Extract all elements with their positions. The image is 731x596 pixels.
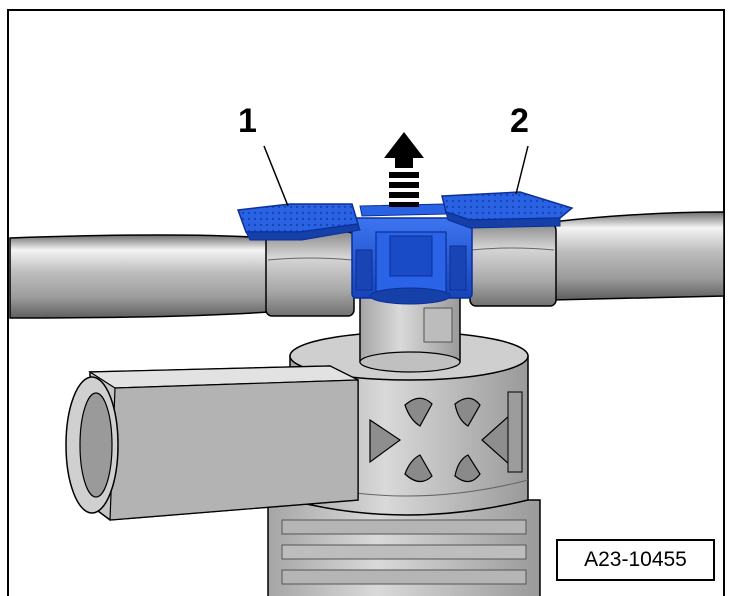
figure-id: A23-10455 bbox=[584, 548, 687, 571]
callout-label-1: 1 bbox=[238, 102, 257, 140]
leader-line-1 bbox=[263, 145, 289, 207]
retaining-clip-left bbox=[236, 203, 361, 241]
right-coolant-hose bbox=[469, 211, 725, 307]
blue-connector bbox=[351, 217, 473, 305]
connector-housing bbox=[65, 365, 359, 521]
retaining-clip-right bbox=[359, 191, 574, 229]
figure-id-box: A23-10455 bbox=[556, 539, 715, 581]
callout-label-2: 2 bbox=[510, 102, 529, 140]
left-coolant-hose bbox=[9, 231, 355, 319]
lower-threaded-body bbox=[267, 499, 541, 596]
leader-line-2 bbox=[515, 145, 529, 195]
pull-up-arrow-icon bbox=[384, 132, 424, 207]
